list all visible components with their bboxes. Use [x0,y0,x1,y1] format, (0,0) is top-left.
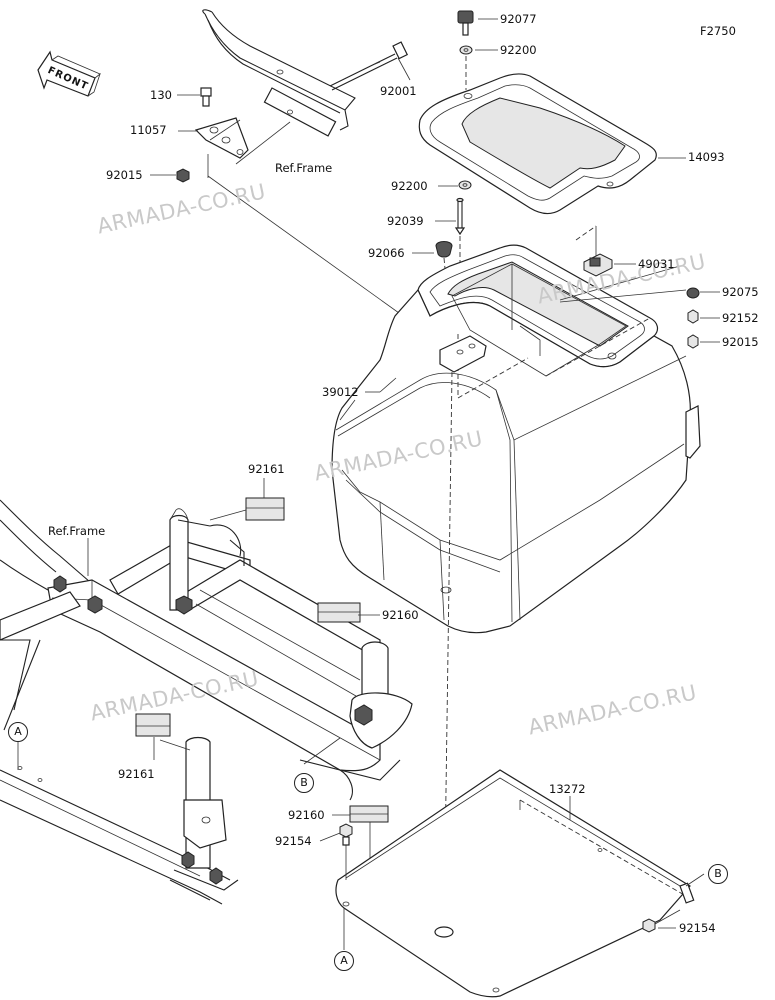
callout-92160-upper: 92160 [382,608,419,622]
leader-lines [17,18,720,950]
marker-a-tray: A [334,951,354,971]
marker-b-tray: B [708,864,728,884]
pad-92160-lower [349,805,389,823]
callout-39012: 39012 [322,385,359,399]
callout-92160-lower: 92160 [288,808,325,822]
bolt-92001 [329,41,409,91]
lid-14093 [418,73,657,215]
callout-14093: 14093 [688,150,725,164]
callout-130: 130 [150,88,172,102]
callout-11057: 11057 [130,123,167,137]
front-arrow-icon [37,50,101,97]
pad-92161-upper [245,497,285,521]
callout-13272: 13272 [549,782,586,796]
marker-b-frame: B [294,773,314,793]
callout-92001: 92001 [380,84,417,98]
lower-frame [0,499,413,905]
bolt-92154-left [339,823,353,846]
latch-49031 [575,225,613,277]
callout-92015: 92015 [106,168,143,182]
key-92077 [457,10,474,90]
callout-92152: 92152 [722,311,759,325]
diagram-code: F2750 [700,24,736,38]
callout-92200-lower: 92200 [391,179,428,193]
bracket-11057 [176,87,249,183]
pad-92160-upper [317,602,361,623]
callout-92161-upper: 92161 [248,462,285,476]
callout-92075: 92075 [722,285,759,299]
callout-92200: 92200 [500,43,537,57]
callout-92154-right: 92154 [679,921,716,935]
callout-92154-left: 92154 [275,834,312,848]
ref-frame-label-upper: Ref.Frame [275,161,333,175]
callout-92077: 92077 [500,12,537,26]
grommet-stack [686,287,700,349]
callout-92161-lower: 92161 [118,767,155,781]
marker-a-frame: A [8,722,28,742]
callout-49031: 49031 [638,257,675,271]
callout-92066: 92066 [368,246,405,260]
pad-92161-lower [135,713,171,737]
upper-frame-rail [202,9,356,137]
bolt-92154-right [642,909,681,933]
callout-92039: 92039 [387,214,424,228]
tray-13272 [335,769,695,998]
callout-92015-right: 92015 [722,335,759,349]
ref-frame-label-lower: Ref.Frame [48,524,106,538]
storage-box-39012 [331,244,701,931]
